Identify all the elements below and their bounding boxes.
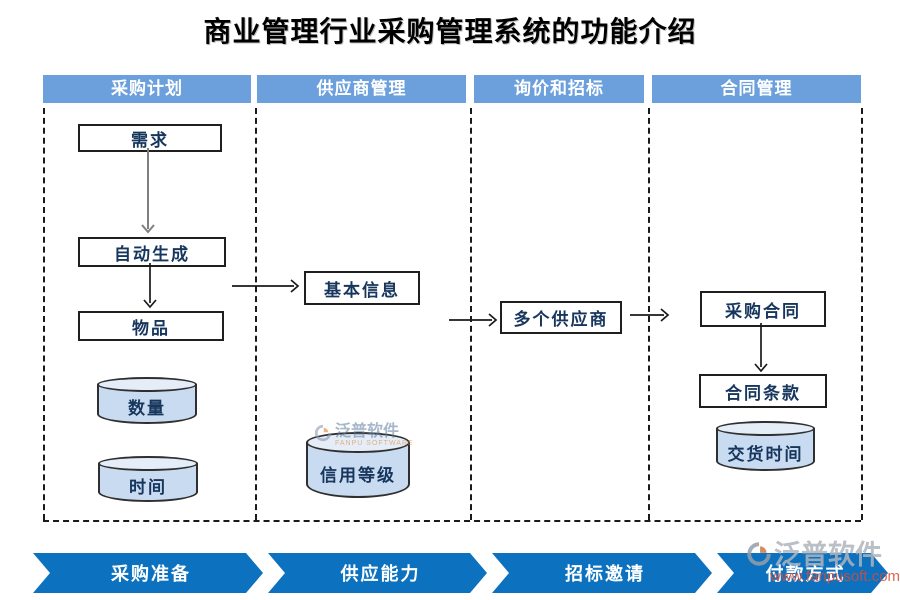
- cylinder-quantity: 数量: [97, 377, 197, 424]
- arrow-down-icon: [141, 148, 155, 234]
- frame-border-bottom: [43, 520, 861, 522]
- banner-step-label: 付款方式: [765, 564, 846, 584]
- cylinder-delivery-time-label: 交货时间: [727, 444, 804, 464]
- arrow-down-icon: [143, 263, 157, 309]
- banner-step-label: 招标邀请: [565, 564, 645, 584]
- frame-divider-1: [255, 108, 257, 520]
- banner-step-supply-capability: 供应能力: [268, 553, 487, 593]
- node-items: 物品: [78, 311, 224, 341]
- banner-step-payment-method: 付款方式: [717, 553, 888, 593]
- cylinder-quantity-label: 数量: [128, 399, 166, 418]
- cylinder-credit-rating-label: 信用等级: [320, 465, 396, 485]
- cylinder-time-label: 时间: [129, 477, 167, 497]
- arrow-right-icon: [232, 279, 300, 293]
- banner-step-label: 采购准备: [111, 564, 191, 584]
- cylinder-body: [716, 428, 815, 471]
- watermark-brand-text: 泛普软件: [774, 540, 882, 570]
- arrow-down-icon: [754, 323, 768, 373]
- frame-border-left: [43, 108, 45, 520]
- column-header-procurement-plan: 采购计划: [43, 75, 251, 103]
- cylinder-credit-rating: 信用等级: [306, 432, 410, 498]
- node-auto-generate: 自动生成: [78, 237, 226, 267]
- watermark-center: 泛普软件 FANPU SOFTWARE: [314, 424, 414, 447]
- column-header-contract-management: 合同管理: [652, 75, 861, 103]
- watermark-brand-text: 泛普软件: [335, 423, 400, 440]
- banner-step-bid-invitation: 招标邀请: [492, 553, 712, 593]
- frame-divider-2: [470, 108, 472, 520]
- watermark-url-text: www.fanpusoft.com: [770, 568, 900, 585]
- fanpu-logo-icon: [314, 424, 332, 447]
- cylinder-time: 时间: [98, 456, 198, 502]
- cylinder-top-ellipse: [306, 432, 410, 453]
- column-header-supplier-management: 供应商管理: [257, 75, 466, 103]
- node-basic-info: 基本信息: [304, 271, 420, 305]
- page-title: 商业管理行业采购管理系统的功能介绍: [203, 17, 697, 48]
- watermark-bottom-right: 泛普软件 www.fanpusoft.com: [746, 540, 900, 585]
- banner-step-label: 供应能力: [340, 564, 421, 584]
- watermark-brand-subtext: FANPU SOFTWARE: [335, 440, 414, 447]
- cylinder-top-ellipse: [97, 377, 197, 392]
- frame-divider-3: [648, 108, 650, 520]
- cylinder-delivery-time: 交货时间: [716, 421, 815, 471]
- node-purchase-contract: 采购合同: [700, 291, 826, 327]
- node-demand: 需求: [78, 124, 222, 152]
- fanpu-logo-icon: [746, 541, 772, 572]
- column-header-inquiry-bidding: 询价和招标: [474, 75, 644, 103]
- banner-step-procurement-prep: 采购准备: [33, 553, 263, 593]
- node-contract-terms: 合同条款: [699, 374, 827, 408]
- frame-border-right: [861, 108, 863, 520]
- cylinder-top-ellipse: [716, 421, 815, 436]
- node-multiple-suppliers: 多个供应商: [500, 301, 622, 334]
- arrow-right-icon: [449, 313, 498, 327]
- cylinder-top-ellipse: [98, 456, 198, 471]
